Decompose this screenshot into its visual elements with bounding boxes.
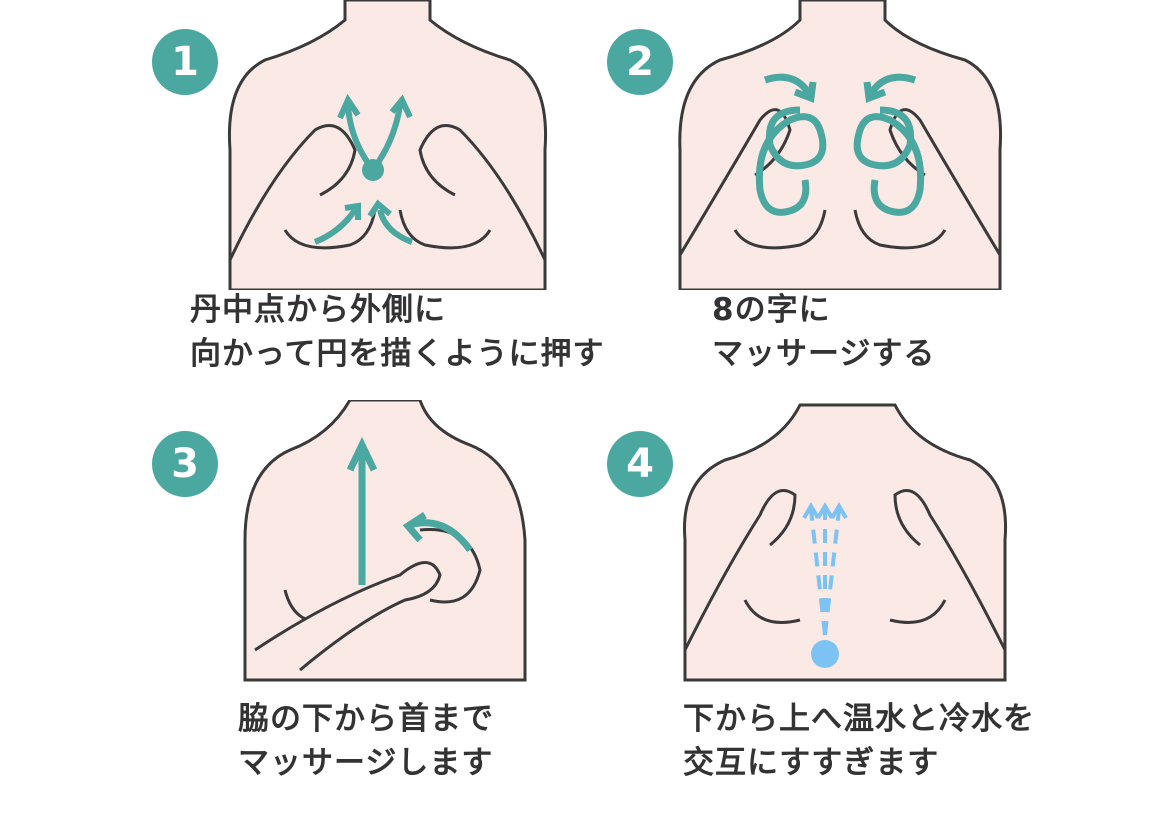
step-2-panel: 2 8の字に マッサージする — [585, 0, 1170, 416]
step-number-badge: 4 — [607, 431, 673, 497]
caption-line: 下から上へ温水と冷水を — [683, 701, 1035, 737]
step-number-badge: 2 — [607, 29, 673, 95]
step-3-illustration — [243, 400, 527, 682]
step-caption: 下から上へ温水と冷水を 交互にすすぎます — [683, 697, 1035, 785]
caption-line: 交互にすすぎます — [683, 745, 940, 781]
step-3-panel: 3 脇の下から首まで マッサージします — [0, 400, 585, 816]
caption-line: 丹中点から外側に — [190, 292, 446, 328]
caption-line: 8の字に — [712, 292, 831, 328]
caption-line: 脇の下から首まで — [238, 701, 494, 737]
caption-line: マッサージする — [712, 336, 936, 372]
caption-line: マッサージします — [238, 745, 494, 781]
step-caption: 8の字に マッサージする — [712, 288, 935, 376]
step-1-illustration — [227, 0, 548, 290]
step-caption: 脇の下から首まで マッサージします — [238, 697, 494, 785]
step-number-badge: 3 — [152, 431, 218, 497]
step-4-panel: 4 下から上へ温水と冷水を 交互にすすぎます — [585, 400, 1170, 816]
step-caption: 丹中点から外側に 向かって円を描くように押す — [190, 288, 604, 376]
step-1-panel: 1 丹中点から外側に 向かって円を描くように押す — [0, 0, 603, 416]
step-4-illustration — [683, 403, 1008, 682]
caption-line: 向かって円を描くように押す — [190, 336, 605, 372]
step-2-illustration — [678, 0, 1003, 290]
step-number-badge: 1 — [152, 29, 218, 95]
